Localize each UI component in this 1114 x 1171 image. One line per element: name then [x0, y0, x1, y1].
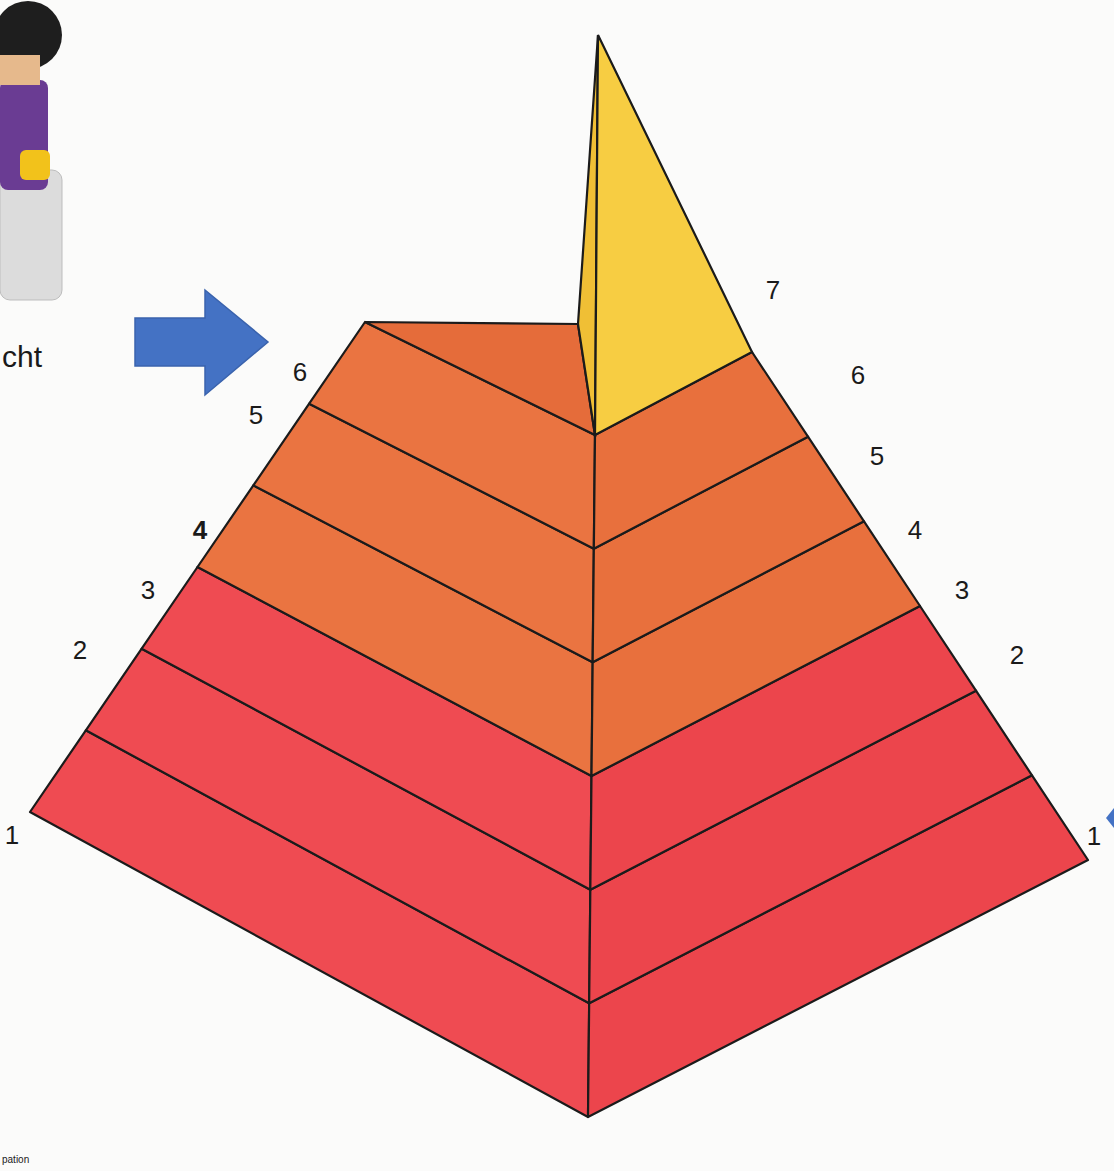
callout-number: 7	[766, 277, 780, 303]
callout-number: 5	[249, 402, 263, 428]
callout-number: 1	[5, 822, 19, 848]
callout-number: 4	[908, 517, 922, 543]
pointer-arrow	[1106, 808, 1114, 828]
callout-number: 5	[870, 443, 884, 469]
left-band	[309, 322, 595, 549]
caption-fragment: pation	[2, 1155, 29, 1165]
callout-number: 6	[851, 362, 865, 388]
callout-number: 2	[1010, 642, 1024, 668]
callout-number: 2	[73, 637, 87, 663]
callout-number: 3	[955, 577, 969, 603]
capstone-face	[595, 35, 752, 435]
callout-number: 6	[293, 359, 307, 385]
callout-number: 4	[193, 517, 207, 543]
top-face	[365, 322, 595, 435]
caption-fragment: cht	[2, 342, 42, 372]
figure-icon	[0, 1, 62, 300]
callout-number: 3	[141, 577, 155, 603]
pointer-arrow	[135, 290, 268, 395]
callout-number: 1	[1087, 823, 1101, 849]
